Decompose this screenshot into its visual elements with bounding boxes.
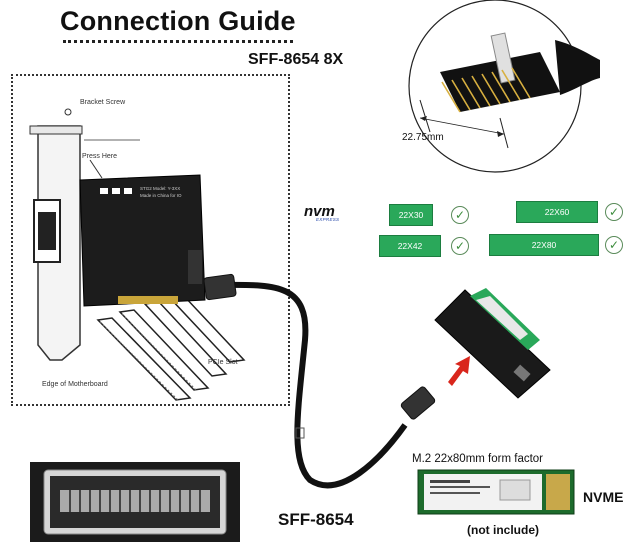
check-icon: ✓ bbox=[605, 203, 623, 221]
check-icon: ✓ bbox=[605, 236, 623, 254]
size-chip-22x42: 22X42 bbox=[379, 235, 441, 257]
press-here-label: Press Here bbox=[82, 153, 118, 160]
check-icon: ✓ bbox=[451, 206, 469, 224]
installation-diagram-frame bbox=[11, 74, 290, 406]
card-model-text: STG2 Model: Y-3XX bbox=[140, 186, 181, 191]
ssd-note-label: (not include) bbox=[467, 523, 539, 537]
ssd-form-factor-label: M.2 22x80mm form factor bbox=[412, 453, 544, 465]
edge-of-motherboard-label: Edge of Motherboard bbox=[42, 381, 108, 388]
insert-arrow bbox=[448, 356, 470, 386]
check-icon: ✓ bbox=[451, 237, 469, 255]
nvme-logo: nvm bbox=[304, 203, 335, 220]
pcie-slots bbox=[96, 295, 246, 401]
connector-width-label: 22.75mm bbox=[402, 132, 444, 143]
title-underline bbox=[63, 40, 293, 43]
bracket-screw-label: Bracket Screw bbox=[80, 99, 126, 106]
card-made-in-text: Made in China for IO bbox=[140, 193, 182, 198]
size-chip-22x80: 22X80 bbox=[489, 234, 599, 256]
sff-8654-8x-label: SFF-8654 8X bbox=[248, 51, 344, 68]
size-chip-22x30: 22X30 bbox=[389, 204, 433, 226]
sff-8654-label: SFF-8654 bbox=[278, 510, 354, 529]
nvme-logo-subtext: EXPRESS bbox=[316, 217, 340, 222]
pcie-slot-label: PCIe Slot bbox=[208, 359, 238, 366]
connector-closeup bbox=[408, 0, 600, 173]
page-title: Connection Guide bbox=[60, 6, 296, 36]
nvme-ssd bbox=[417, 469, 575, 515]
port-closeup bbox=[30, 462, 240, 542]
adapter-card bbox=[79, 174, 206, 307]
m2-adapter-board bbox=[434, 288, 551, 399]
pci-bracket bbox=[29, 108, 83, 361]
ssd-type-label: NVME bbox=[583, 489, 624, 505]
size-chip-22x60: 22X60 bbox=[516, 201, 598, 223]
